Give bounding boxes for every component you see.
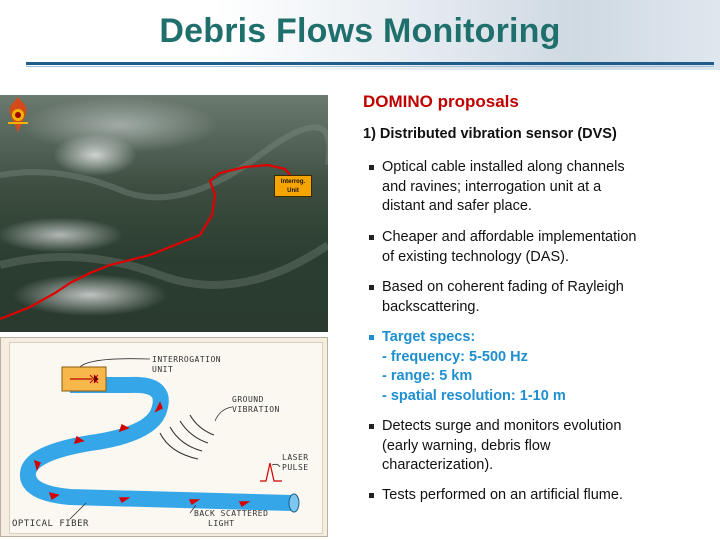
ground-vibration-arcs [159,414,215,460]
bullet-icon [369,285,374,290]
backscattered-light-label: BACK SCATTERED LIGHT [194,509,269,528]
header-band [0,0,720,70]
fiber-diagram: INTERROGATION UNIT GROUND VIBRATION LASE… [0,337,328,537]
diagram-sheet: INTERROGATION UNIT GROUND VIBRATION LASE… [9,342,323,534]
page-title: Debris Flows Monitoring [159,12,561,50]
bullet-icon [369,165,374,170]
laser-pulse-label: LASER PULSE [282,453,309,472]
fire-brigade-emblem-icon [8,97,28,133]
backscatter-arrows [33,401,251,508]
section-heading: DOMINO proposals [363,92,519,111]
bullet-cable-installed: Optical cable installed along channels a… [369,158,712,217]
optical-fiber-label: OPTICAL FIBER [12,519,89,529]
cable-path [0,163,291,321]
bullet-rayleigh: Based on coherent fading of Rayleigh bac… [369,278,712,317]
photo-overlay [0,124,328,321]
diagram-drawing [20,358,300,520]
unit-label: Unit [287,188,299,194]
interrogation-unit-label: INTERROGATION UNIT [152,355,222,374]
bullet-icon [369,235,374,240]
interrog-label: Interrog. [280,179,306,185]
bullet-cheaper: Cheaper and affordable implementation of… [369,228,712,267]
fiber-end [288,493,300,513]
item-title: 1) Distributed vibration sensor (DVS) [363,126,617,142]
optical-fiber [20,376,293,511]
bullet-icon [369,335,374,340]
bullet-icon [369,493,374,498]
laser-pulse [260,462,282,482]
bullet-tests: Tests performed on an artificial flume. [369,486,712,506]
ground-vibration-label: GROUND VIBRATION [232,395,280,414]
bullet-detects-surge: Detects surge and monitors evolution (ea… [369,417,712,476]
aerial-photo [0,95,328,332]
interrogation-unit-marker: Interrog. Unit [274,175,312,197]
title-rule-thin [26,66,714,67]
bullet-target-specs: Target specs: - frequency: 5-500 Hz - ra… [369,328,712,406]
title-rule [26,62,714,65]
bullet-icon [369,424,374,429]
